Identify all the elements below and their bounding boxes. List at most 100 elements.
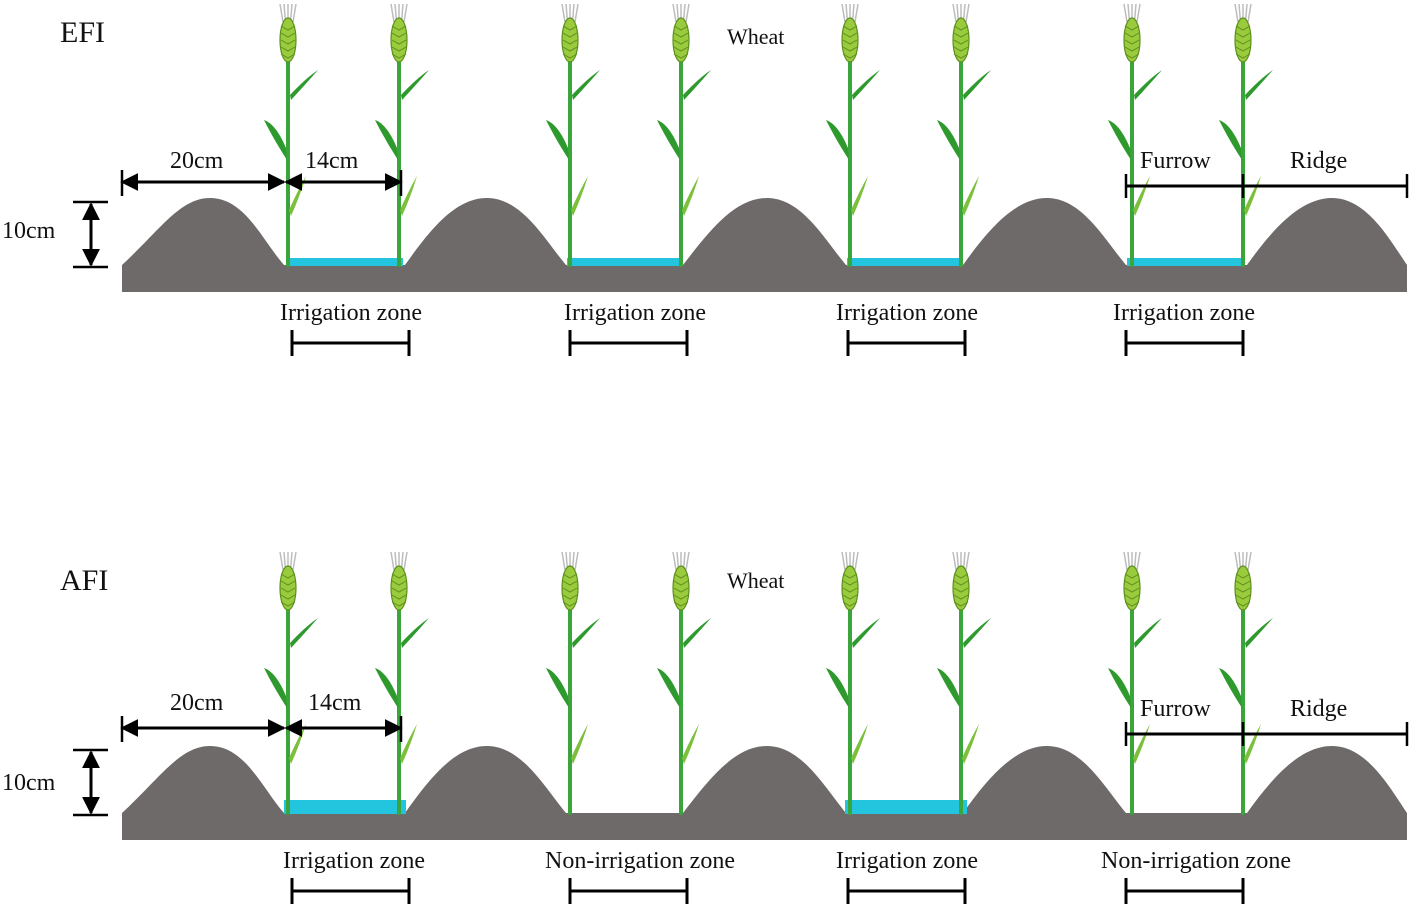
wheat-grain	[673, 573, 689, 579]
wheat-grain	[842, 573, 858, 579]
wheat-awn	[841, 3, 846, 23]
wheat-plant	[937, 3, 991, 267]
panel-title: AFI	[60, 564, 108, 597]
wheat-label: Wheat	[727, 568, 784, 593]
wheat-leaf	[1244, 176, 1261, 216]
wheat-grain	[280, 573, 296, 579]
dim-10cm-label: 10cm	[2, 770, 56, 796]
wheat-grain	[673, 39, 689, 45]
wheat-leaf	[1134, 70, 1162, 100]
wheat-grain	[562, 601, 578, 607]
wheat-awn	[965, 551, 970, 571]
wheat-awn	[672, 551, 677, 571]
wheat-plant	[657, 3, 711, 267]
zone-label-4: Non-irrigation zone	[1101, 848, 1291, 874]
wheat-grain	[562, 39, 578, 45]
wheat-grain	[1124, 46, 1140, 52]
wheat-awn	[390, 3, 395, 23]
wheat-leaf	[963, 618, 991, 648]
soil-profile	[122, 746, 1407, 840]
wheat-grain	[1124, 25, 1140, 31]
wheat-grain	[842, 39, 858, 45]
wheat-leaf	[546, 120, 569, 160]
wheat-grain	[953, 53, 969, 59]
wheat-leaf	[657, 668, 680, 708]
wheat-grain	[1235, 573, 1251, 579]
wheat-leaf	[1134, 618, 1162, 648]
wheat-grain	[842, 594, 858, 600]
wheat-leaf	[851, 724, 868, 764]
dim-10cm-label: 10cm	[2, 218, 56, 244]
wheat-grain	[391, 53, 407, 59]
zone-label-1: Irrigation zone	[280, 300, 422, 326]
wheat-ear	[390, 565, 408, 611]
panel-title: EFI	[60, 16, 105, 49]
wheat-plant	[826, 551, 880, 815]
wheat-grain	[391, 573, 407, 579]
wheat-awn	[952, 551, 957, 571]
zone-label-2: Irrigation zone	[564, 300, 706, 326]
wheat-grain	[1124, 32, 1140, 38]
water-strip-1	[287, 258, 403, 266]
wheat-grain	[673, 32, 689, 38]
wheat-plants	[264, 3, 1273, 267]
wheat-grain	[280, 46, 296, 52]
wheat-grain	[953, 594, 969, 600]
wheat-awn	[841, 551, 846, 571]
wheat-grain	[280, 39, 296, 45]
zone-label-1: Irrigation zone	[283, 848, 425, 874]
wheat-grain	[953, 25, 969, 31]
wheat-grain	[1124, 39, 1140, 45]
wheat-plant	[375, 3, 429, 267]
zone-label-3: Irrigation zone	[836, 848, 978, 874]
wheat-grain	[842, 601, 858, 607]
wheat-grain	[280, 25, 296, 31]
wheat-grain	[1124, 53, 1140, 59]
wheat-awn	[685, 551, 690, 571]
wheat-grain	[673, 53, 689, 59]
wheat-grain	[673, 46, 689, 52]
wheat-leaf	[1245, 618, 1273, 648]
wheat-grain	[280, 601, 296, 607]
wheat-leaf	[683, 618, 711, 648]
wheat-awn	[1247, 3, 1252, 23]
wheat-leaf	[289, 724, 306, 764]
zone-bracket-3	[846, 330, 967, 356]
wheat-leaf	[962, 176, 979, 216]
wheat-awn	[854, 551, 859, 571]
wheat-leaf	[400, 724, 417, 764]
wheat-plant	[546, 3, 600, 267]
wheat-awn	[561, 3, 566, 23]
wheat-awn	[292, 3, 297, 23]
wheat-leaf	[290, 70, 318, 100]
wheat-awn	[292, 551, 297, 571]
dim-20cm-label: 20cm	[170, 690, 224, 716]
wheat-leaf	[683, 70, 711, 100]
wheat-awn	[1123, 551, 1128, 571]
wheat-grain	[842, 32, 858, 38]
wheat-grain	[1235, 53, 1251, 59]
wheat-leaf	[1133, 724, 1150, 764]
wheat-awn	[403, 551, 408, 571]
wheat-leaf	[571, 724, 588, 764]
wheat-grain	[391, 601, 407, 607]
wheat-leaf	[1133, 176, 1150, 216]
wheat-leaf	[401, 618, 429, 648]
wheat-awn	[1234, 551, 1239, 571]
wheat-ear	[841, 17, 859, 63]
zone-label-3: Irrigation zone	[836, 300, 978, 326]
wheat-ear	[1123, 565, 1141, 611]
wheat-leaf	[571, 176, 588, 216]
wheat-leaf	[264, 668, 287, 708]
wheat-grain	[1235, 25, 1251, 31]
wheat-grain	[562, 580, 578, 586]
wheat-awn	[279, 551, 284, 571]
wheat-grain	[673, 601, 689, 607]
wheat-grain	[391, 39, 407, 45]
zone-bracket-2	[568, 330, 689, 356]
zone-labels: Irrigation zone Irrigation zone Irrigati…	[280, 300, 1255, 326]
wheat-awn	[574, 551, 579, 571]
wheat-ear	[1234, 565, 1252, 611]
wheat-leaf	[572, 70, 600, 100]
